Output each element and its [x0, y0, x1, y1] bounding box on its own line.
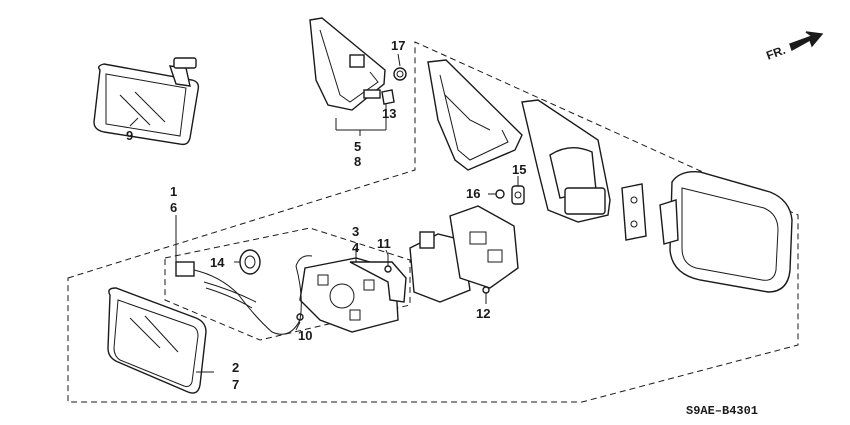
callout-2: 2: [232, 360, 239, 375]
callout-16: 16: [466, 186, 480, 201]
assembly-outline: [67, 41, 799, 403]
screw-16: [488, 189, 505, 199]
callout-8: 8: [354, 154, 361, 169]
actuator-frame: [299, 257, 407, 333]
mirror-glass: [107, 287, 207, 394]
diagram-code: S9AE–B4301: [686, 404, 758, 418]
connector-plate: [621, 183, 647, 241]
callout-5: 5: [354, 139, 361, 154]
callout-17: 17: [391, 38, 405, 53]
callout-1: 1: [170, 184, 177, 199]
motor-group-outline: [164, 227, 411, 341]
leader-lines: [129, 53, 519, 373]
mirror-base: [521, 99, 611, 223]
screw-12: [482, 286, 490, 304]
front-arrow: [789, 31, 824, 52]
bracket-15: [511, 185, 525, 205]
garnish-panel: [427, 59, 523, 171]
wire-harness: [175, 249, 313, 335]
callout-12: 12: [476, 306, 490, 321]
callout-7: 7: [232, 377, 239, 392]
callout-9: 9: [126, 128, 133, 143]
callout-14: 14: [210, 255, 225, 270]
callout-3: 3: [352, 224, 359, 239]
triangle-cover: [309, 17, 386, 111]
screw-11: [384, 255, 392, 273]
callout-6: 6: [170, 200, 177, 215]
callout-10: 10: [298, 328, 312, 343]
grommet-17: [393, 67, 407, 81]
motor-assembly: [409, 205, 519, 303]
rearview-mirror: [93, 57, 200, 146]
callout-4: 4: [352, 240, 360, 255]
clip-13: [381, 89, 395, 105]
callout-13: 13: [382, 106, 396, 121]
callout-15: 15: [512, 162, 526, 177]
front-label: FR.: [764, 43, 787, 63]
mirror-housing: [659, 171, 793, 293]
callout-11: 11: [377, 236, 391, 251]
